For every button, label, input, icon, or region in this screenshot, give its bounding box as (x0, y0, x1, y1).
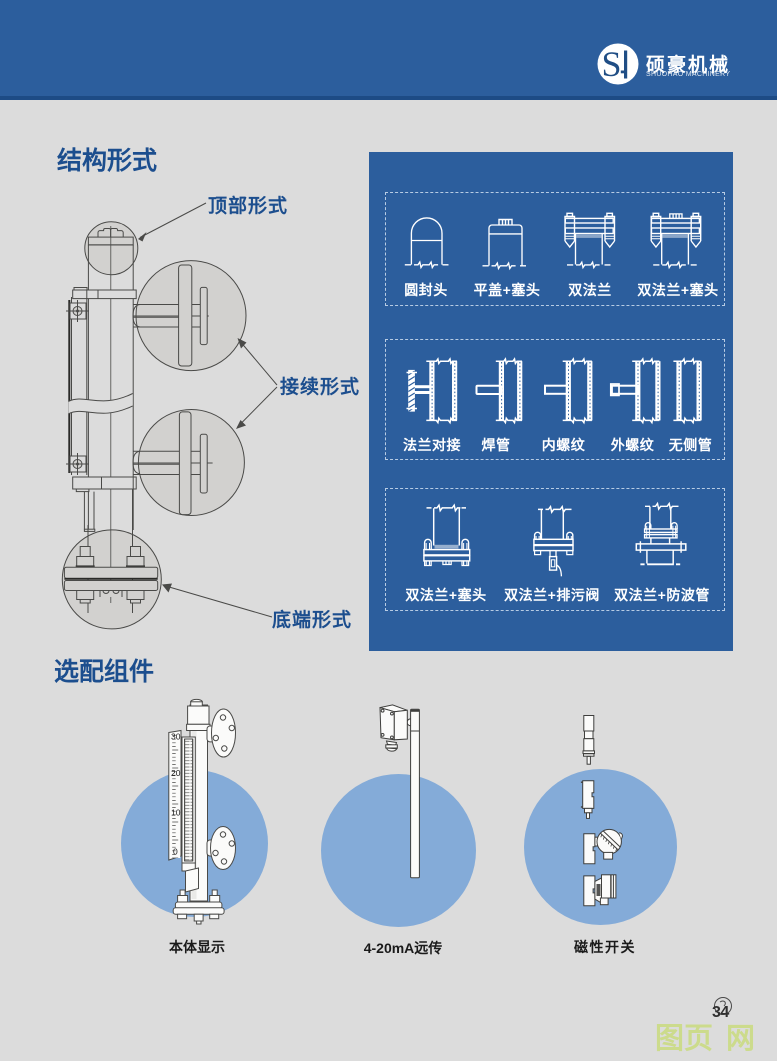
svg-text:10: 10 (171, 808, 181, 818)
svg-text:S: S (602, 44, 622, 84)
svg-text:30: 30 (171, 732, 181, 742)
svg-text:20: 20 (171, 768, 181, 778)
svg-text:0: 0 (173, 847, 178, 857)
